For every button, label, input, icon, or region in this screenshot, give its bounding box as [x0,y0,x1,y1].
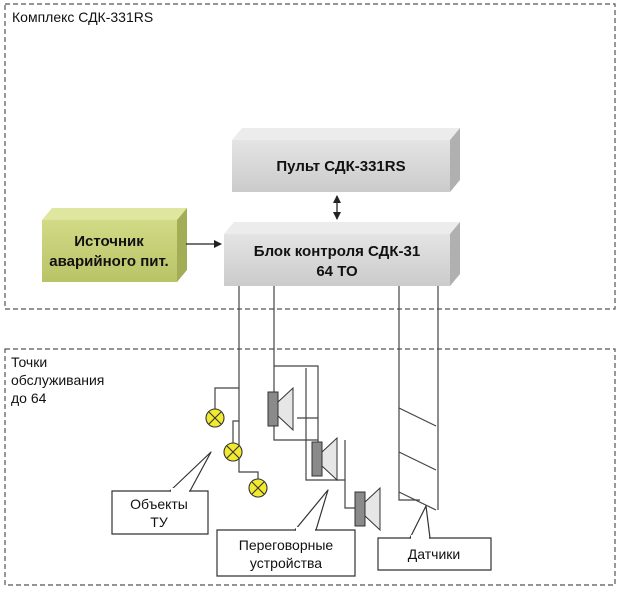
service-title-line-3: до 64 [11,390,47,406]
objects-callout-line-1: Объекты [130,496,188,512]
sensors-callout-label: Датчики [408,546,460,562]
speaker-1 [267,386,294,432]
control-unit-label-line-2: 64 ТО [316,263,358,280]
lamp-1 [205,408,225,428]
service-title-line-2: обслуживания [11,372,104,388]
intercoms-callout-line-2: устройства [250,555,322,571]
complex-title: Комплекс СДК-331RS [12,9,153,25]
power-source-box: Источник аварийного пит. [42,208,187,282]
objects-callout: Объекты ТУ [111,451,212,535]
power-source-label-line-2: аварийного пит. [49,253,168,270]
control-unit-label-line-1: Блок контроля СДК-31 [254,243,420,260]
lamp-2 [223,442,243,462]
console-label: Пульт СДК-331RS [276,158,405,175]
control-unit-box: Блок контроля СДК-31 64 ТО [224,222,460,286]
objects-callout-line-2: ТУ [150,514,168,530]
intercoms-callout: Переговорные устройства [216,489,356,577]
console-box: Пульт СДК-331RS [232,128,460,192]
speaker-3 [354,486,381,532]
intercoms-callout-line-1: Переговорные [239,537,334,553]
sensors-callout: Датчики [377,505,492,571]
bus-lines [214,286,439,511]
speaker-2 [311,436,338,482]
service-points-frame: Точки обслуживания до 64 [4,348,616,586]
power-source-label-line-1: Источник [74,233,144,250]
service-title-line-1: Точки [11,354,47,370]
lamp-3 [248,478,268,498]
complex-frame: Комплекс СДК-331RS [4,3,616,310]
